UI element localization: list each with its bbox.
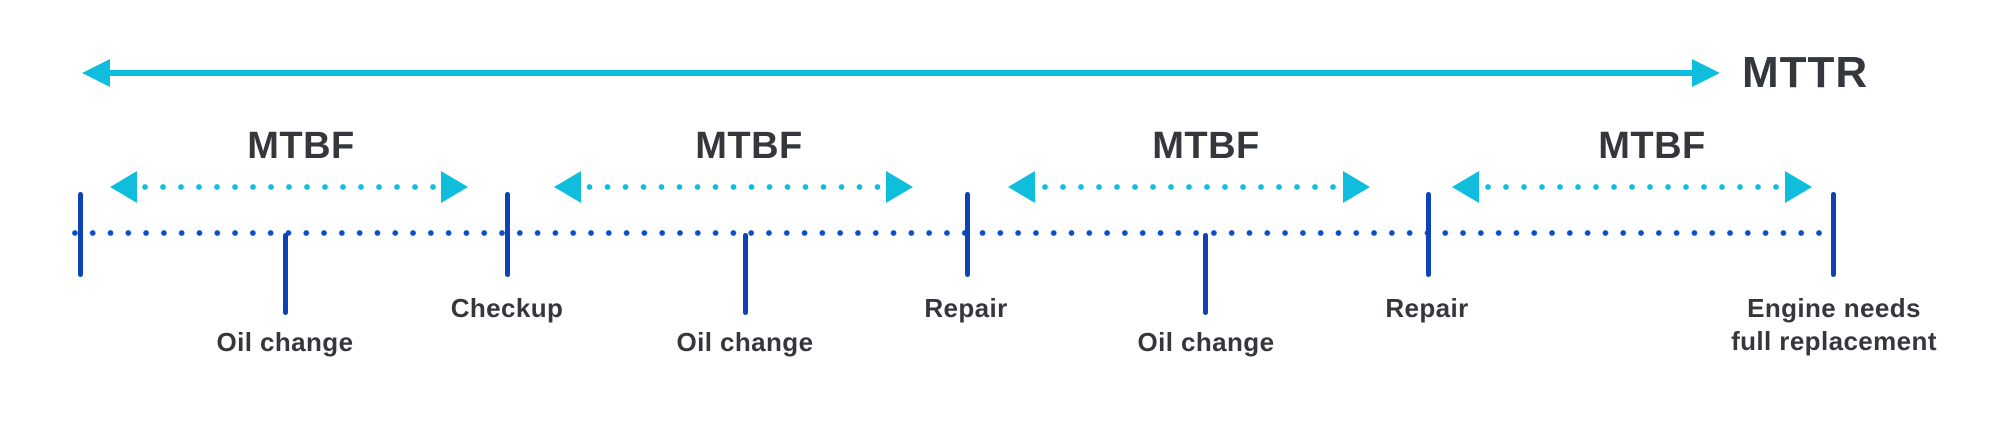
arrowhead-left-icon <box>110 171 137 203</box>
timeline-tick-oil-change-1 <box>283 233 288 315</box>
mtbf-dotted-line <box>1039 184 1339 190</box>
mtbf-label-3: MTBF <box>1152 125 1260 167</box>
timeline-tick-oil-change-3 <box>1203 233 1208 315</box>
event-label-engine-line1: Engine needs <box>1747 293 1921 323</box>
timeline-tick-repair-2 <box>1426 192 1431 277</box>
timeline-dotted-line <box>66 230 1828 236</box>
arrowhead-right-icon <box>1343 171 1370 203</box>
mttr-label: MTTR <box>1742 48 1869 97</box>
mtbf-label-2: MTBF <box>695 125 803 167</box>
mtbf-dotted-line <box>585 184 882 190</box>
event-label-repair-2: Repair <box>1385 293 1469 323</box>
mtbf-dotted-line <box>1483 184 1781 190</box>
mttr-arrow-line <box>104 70 1698 76</box>
event-label-oil-change-1: Oil change <box>216 327 354 357</box>
arrowhead-left-icon <box>1452 171 1479 203</box>
event-label-engine-line2: full replacement <box>1731 326 1937 356</box>
mtbf-label-1: MTBF <box>247 125 355 167</box>
event-label-engine-replacement: Engine needs full replacement <box>1694 292 1974 358</box>
mtbf-dotted-line <box>141 184 437 190</box>
event-label-oil-change-2: Oil change <box>676 327 814 357</box>
arrowhead-right-icon <box>1692 59 1720 87</box>
arrowhead-right-icon <box>441 171 468 203</box>
timeline-tick-repair-1 <box>965 192 970 277</box>
timeline-tick-end <box>1831 192 1836 277</box>
arrowhead-left-icon <box>554 171 581 203</box>
timeline-tick-checkup <box>505 192 510 277</box>
event-label-repair-1: Repair <box>924 293 1008 323</box>
arrowhead-right-icon <box>886 171 913 203</box>
arrowhead-left-icon <box>1008 171 1035 203</box>
arrowhead-right-icon <box>1785 171 1812 203</box>
mtbf-label-4: MTBF <box>1598 125 1706 167</box>
timeline-tick-start <box>78 192 83 277</box>
timeline-tick-oil-change-2 <box>743 233 748 315</box>
event-label-checkup: Checkup <box>450 293 564 323</box>
event-label-oil-change-3: Oil change <box>1137 327 1275 357</box>
